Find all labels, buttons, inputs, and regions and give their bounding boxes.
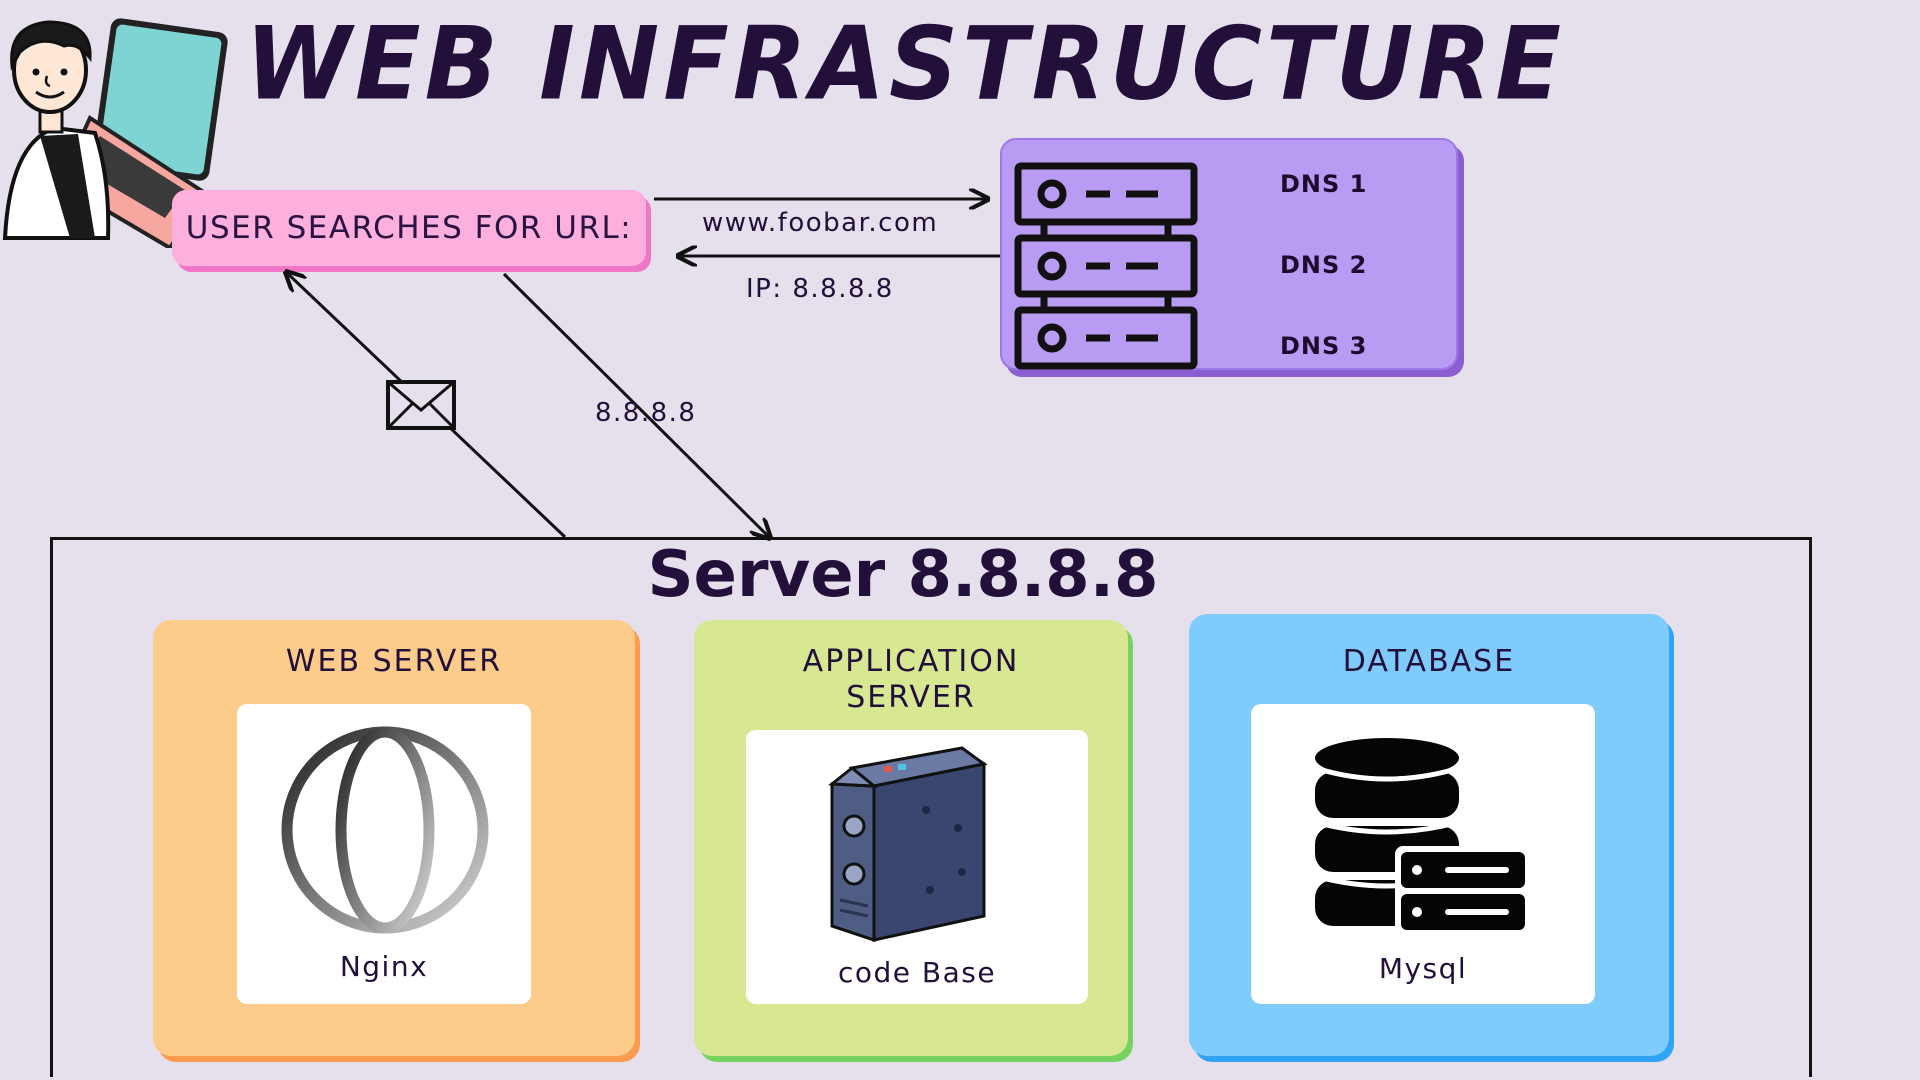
server-frame [50,537,1812,1077]
dns-label-1: DNS 1 [1280,170,1368,198]
server-request-label: 8.8.8.8 [595,398,697,428]
server-title: Server 8.8.8.8 [647,538,1159,612]
globe-icon [281,726,489,934]
dns-label-2: DNS 2 [1280,251,1368,279]
application-server-label: code Base [837,956,997,989]
database-icon [1315,738,1529,934]
database-label: Mysql [1378,952,1468,985]
request-label: www.foobar.com [702,208,939,238]
web-server-card: WEB SERVER Nginx [153,620,635,1056]
user-search-pill: USER SEARCHES FOR URL: [172,190,646,266]
web-server-panel: Nginx [237,704,531,1004]
application-server-card: APPLICATION SERVER code Base [694,620,1128,1056]
database-title: DATABASE [1342,644,1516,679]
web-server-label: Nginx [339,950,429,983]
page-title: WEB INFRASTRUCTURE [245,5,1565,123]
database-panel: Mysql [1251,704,1595,1004]
envelope-icon [386,380,456,430]
computer-tower-icon [827,746,988,943]
response-label: IP: 8.8.8.8 [746,274,894,304]
web-server-title: WEB SERVER [285,644,503,679]
application-server-title-line2: SERVER [846,680,976,715]
database-card: DATABASE Mysql [1189,614,1669,1056]
application-server-panel: code Base [746,730,1088,1004]
application-server-title-line1: APPLICATION [802,644,1020,679]
server-request-arrow [502,272,770,538]
user-laptop-icon [2,18,228,248]
dns-server-rack-icon [1014,162,1198,370]
dns-label-3: DNS 3 [1280,332,1368,360]
dns-servers-box: DNS 1 DNS 2 DNS 3 [1000,138,1458,370]
